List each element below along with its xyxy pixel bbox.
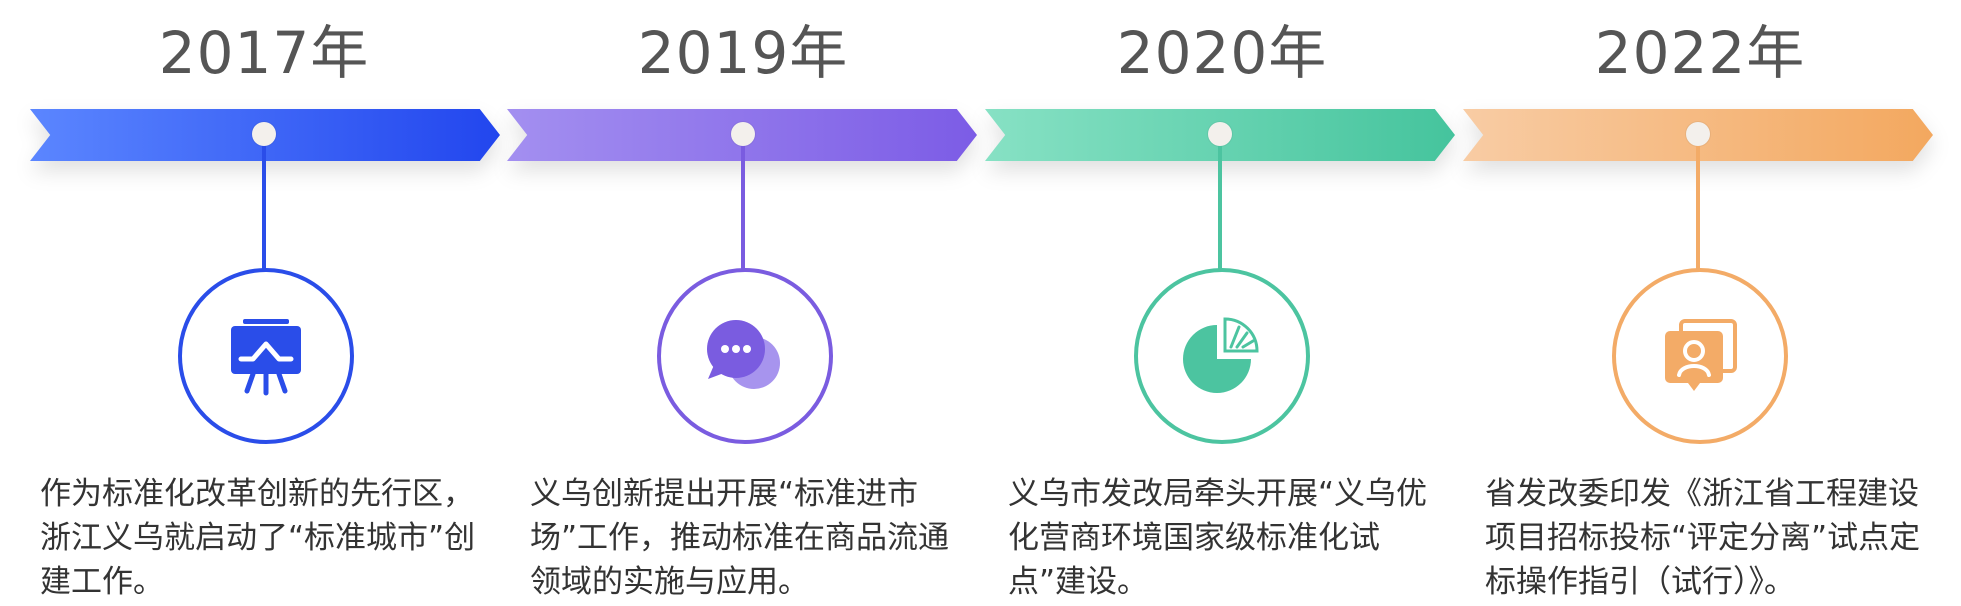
icon-ring [1134,268,1310,444]
year-label-2022: 2022年 [1594,19,1806,87]
user-profile-card-icon [1665,319,1737,391]
pie-chart-icon [1183,317,1259,393]
milestone-description: 义乌创新提出开展“标准进市场”工作，推动标准在商品流通领域的实施与应用。 [530,476,950,600]
presentation-board-icon [231,319,301,396]
year-label-2020: 2020年 [1116,19,1328,87]
milestone-description: 省发改委印发《浙江省工程建设项目招标投标“评定分离”试点定标操作指引（试行）》。 [1485,476,1921,600]
milestone-description: 作为标准化改革创新的先行区，浙江义乌就启动了“标准城市”创建工作。 [40,476,476,600]
icon-ring [1612,268,1788,444]
icon-ring [657,268,833,444]
year-label-2019: 2019年 [637,19,849,87]
icon-ring [178,268,354,444]
timeline-dot [1208,122,1232,146]
year-label-2017: 2017年 [158,19,370,87]
connector-line [1696,146,1700,269]
timeline-dot [252,122,276,146]
connector-line [741,146,745,269]
timeline-dot [1686,122,1710,146]
timeline-dot [731,122,755,146]
chat-bubbles-icon [707,320,780,389]
milestone-description: 义乌市发改局牵头开展“义乌优化营商环境国家级标准化试点”建设。 [1008,476,1428,600]
connector-line [262,146,266,269]
connector-line [1218,146,1222,269]
